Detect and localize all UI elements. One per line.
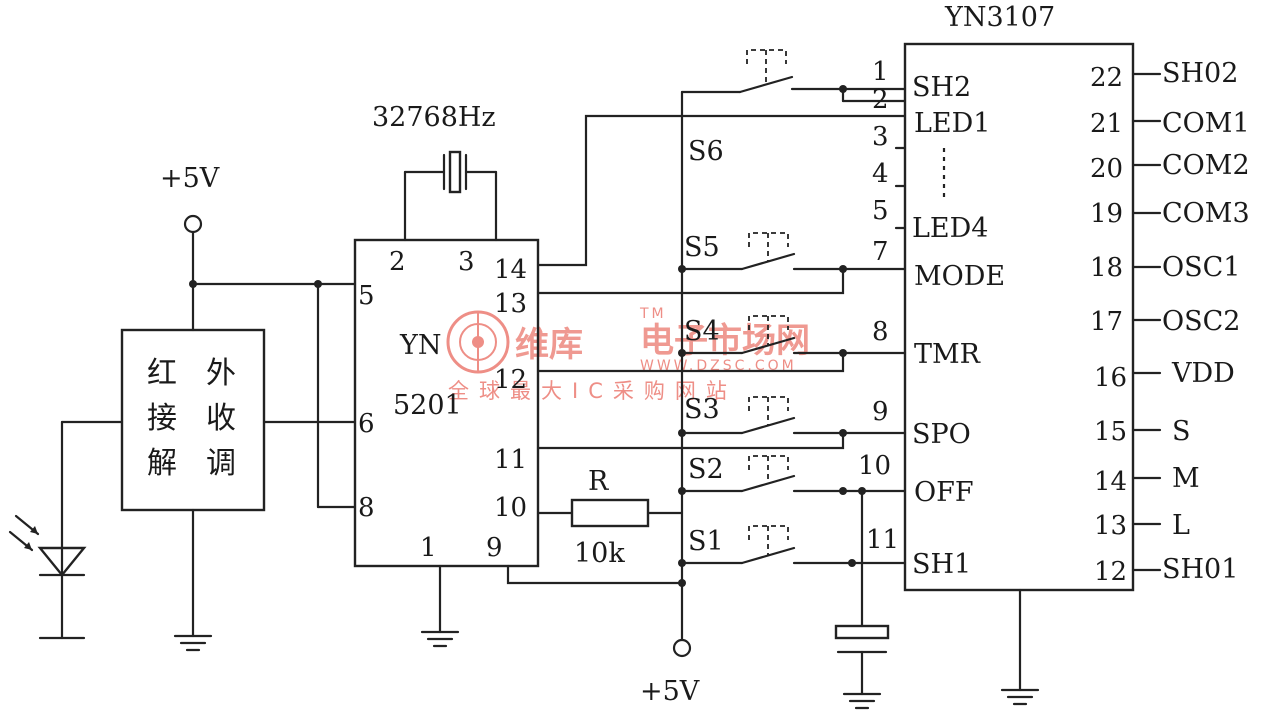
- u2-pin-name: COM3: [1162, 198, 1250, 229]
- chip-yn5201: YN 5201 2 3 5 14 13 12 6 11 8 10 1 9: [353, 238, 540, 568]
- switch-label: S5: [684, 232, 720, 263]
- u2-pin-number: 2: [872, 85, 889, 115]
- chip-u1-name: YN: [399, 330, 441, 361]
- u1-pin-label: 1: [420, 533, 437, 563]
- switch-s4: S4: [680, 315, 907, 355]
- switch-s3: S3: [680, 394, 907, 435]
- u2-pin-number: 5: [872, 196, 889, 226]
- u1-pin-label: 12: [494, 365, 527, 395]
- light-arrows-icon: [8, 514, 40, 552]
- power-label-top: +5V: [160, 163, 220, 194]
- u2-pin-name: SH2: [912, 72, 971, 103]
- switch-s5: S5: [680, 232, 907, 271]
- watermark-tm: TM: [639, 306, 667, 322]
- ground-icon: [420, 564, 460, 648]
- u2-pin-number: 9: [872, 397, 889, 427]
- u2-pin-name: S: [1172, 416, 1191, 447]
- switch-s1: S1: [680, 525, 907, 565]
- crystal-frequency: 32768Hz: [372, 102, 496, 133]
- u2-pin-name: SH02: [1162, 58, 1238, 89]
- switch-label: S4: [684, 316, 720, 347]
- switch-label: S3: [684, 394, 720, 425]
- watermark-subtitle: 全球最大IC采购网站: [448, 379, 737, 403]
- u2-pin-number: 10: [858, 451, 891, 481]
- ground-icon: [1000, 588, 1040, 706]
- u1-pin-label: 13: [494, 289, 527, 319]
- resistor-value: 10k: [574, 538, 625, 569]
- u2-pin-number: 13: [1094, 511, 1127, 541]
- u1-pin-label: 2: [389, 247, 406, 277]
- chip-u2-name: YN3107: [944, 2, 1055, 33]
- chip-u1-number: 5201: [393, 390, 462, 421]
- u1-pin-label: 8: [358, 493, 375, 523]
- watermark-logo-text: 维库: [515, 325, 583, 365]
- u2-pin-number: 22: [1090, 63, 1123, 93]
- u2-pin-number: 19: [1090, 199, 1123, 229]
- u2-pin-name: COM1: [1162, 108, 1250, 139]
- u2-pin-name: MODE: [914, 261, 1005, 292]
- power-label-bottom: +5V: [640, 676, 700, 707]
- ground-icon: [173, 508, 213, 652]
- u2-pin-name: VDD: [1171, 358, 1235, 389]
- resistor-name: R: [588, 466, 609, 497]
- u2-pin-name: SH1: [912, 549, 971, 580]
- u1-pin-label: 5: [358, 281, 375, 311]
- u2-pin-number: 15: [1094, 417, 1127, 447]
- u2-pin-name: L: [1172, 510, 1190, 541]
- switch-s6: S6: [680, 49, 907, 167]
- crystal: 32768Hz: [372, 102, 498, 242]
- switch-s2: S2: [680, 454, 907, 493]
- power-terminal-top: +5V: [160, 163, 357, 509]
- switch-label: S6: [688, 136, 724, 167]
- u1-pin-label: 6: [358, 409, 375, 439]
- u2-pin-number: 21: [1090, 109, 1123, 139]
- u1-pin-label: 11: [494, 445, 527, 475]
- u1-pin-label: 10: [494, 493, 527, 523]
- u2-pin-name: TMR: [914, 339, 981, 370]
- u2-pin-number: 16: [1094, 363, 1127, 393]
- u1-pin-label: 14: [494, 255, 527, 285]
- ir-label-char: 解: [147, 446, 177, 481]
- u2-pin-number: 7: [872, 237, 889, 267]
- u2-pin-number: 18: [1090, 253, 1123, 283]
- chip-yn3107: YN3107 1 2 3 4 5 7 8 9 10 11 SH2 LED1 LE…: [858, 2, 1250, 592]
- u2-pin-name: M: [1172, 463, 1200, 494]
- switch-label: S2: [688, 454, 724, 485]
- watermark-logo-icon: [446, 310, 510, 374]
- ir-label-char: 接: [147, 401, 177, 436]
- u2-pin-number: 1: [872, 57, 889, 87]
- u2-pin-name: LED1: [914, 108, 990, 139]
- u2-pin-name: OFF: [914, 477, 974, 508]
- ir-label-char: 红: [147, 356, 177, 391]
- u2-pin-name: LED4: [912, 213, 988, 244]
- u2-pin-number: 4: [872, 159, 889, 189]
- u2-pin-number: 17: [1090, 307, 1123, 337]
- capacitor: [834, 489, 890, 696]
- u2-pin-name: OSC2: [1162, 306, 1240, 337]
- u2-pin-number: 20: [1090, 154, 1123, 184]
- u2-pin-name: SH01: [1162, 554, 1238, 585]
- u2-pin-number: 3: [872, 122, 889, 152]
- u2-left-stubs: [894, 146, 907, 230]
- u2-pin-number: 8: [872, 317, 889, 347]
- u2-pin-name: COM2: [1162, 150, 1250, 181]
- u2-pin-name: SPO: [912, 419, 971, 450]
- u1-pin-label: 9: [486, 533, 503, 563]
- u2-pin-number: 12: [1094, 557, 1127, 587]
- photodiode: [8, 420, 124, 640]
- u2-pin-name: OSC1: [1162, 252, 1240, 283]
- ground-icon: [842, 692, 882, 710]
- ir-label-char: 外: [206, 356, 236, 391]
- u1-pin-label: 3: [458, 247, 475, 277]
- u2-right-stubs: [1131, 72, 1162, 572]
- u2-pin-number: 14: [1094, 467, 1127, 497]
- switch-label: S1: [688, 526, 724, 557]
- u2-pin-number: 11: [866, 525, 899, 555]
- ir-label-char: 收: [206, 401, 236, 436]
- ir-receiver-module: 红 外 接 收 解 调: [120, 328, 266, 512]
- ir-label-char: 调: [206, 446, 236, 481]
